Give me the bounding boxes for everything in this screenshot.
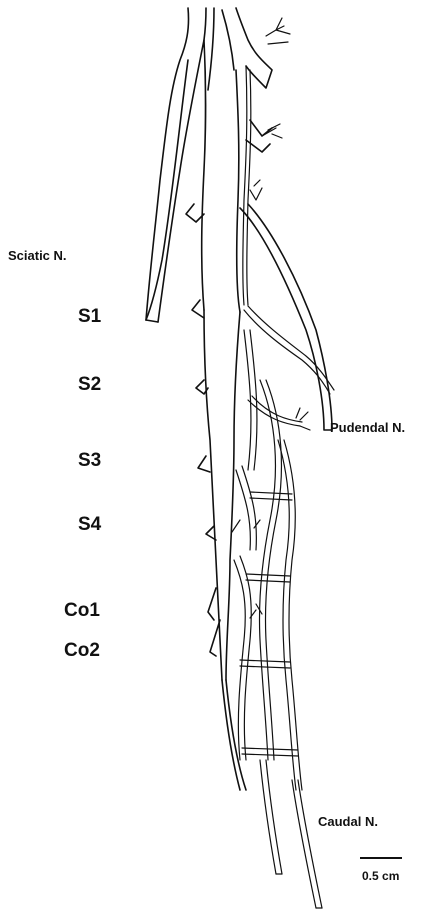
co2-label: Co2: [64, 640, 100, 661]
sacral-root-stubs: [186, 204, 220, 656]
caudal-plexus: [232, 380, 302, 790]
scale-bar-label: 0.5 cm: [362, 869, 399, 883]
co1-label: Co1: [64, 600, 100, 621]
caudal-label: Caudal N.: [318, 814, 378, 829]
sciatic-nerve: [146, 60, 188, 320]
scale-bar: 0.5 cm: [360, 858, 402, 883]
caudal-nerves: [260, 760, 322, 908]
pudendal-label: Pudendal N.: [330, 420, 405, 435]
spinal-trunk: [146, 8, 272, 322]
s3-label: S3: [78, 450, 101, 471]
sciatic-label: Sciatic N.: [8, 248, 67, 263]
s1-label: S1: [78, 306, 102, 327]
s2-label: S2: [78, 374, 101, 395]
s4-label: S4: [78, 514, 102, 535]
cord-main: [202, 40, 246, 790]
